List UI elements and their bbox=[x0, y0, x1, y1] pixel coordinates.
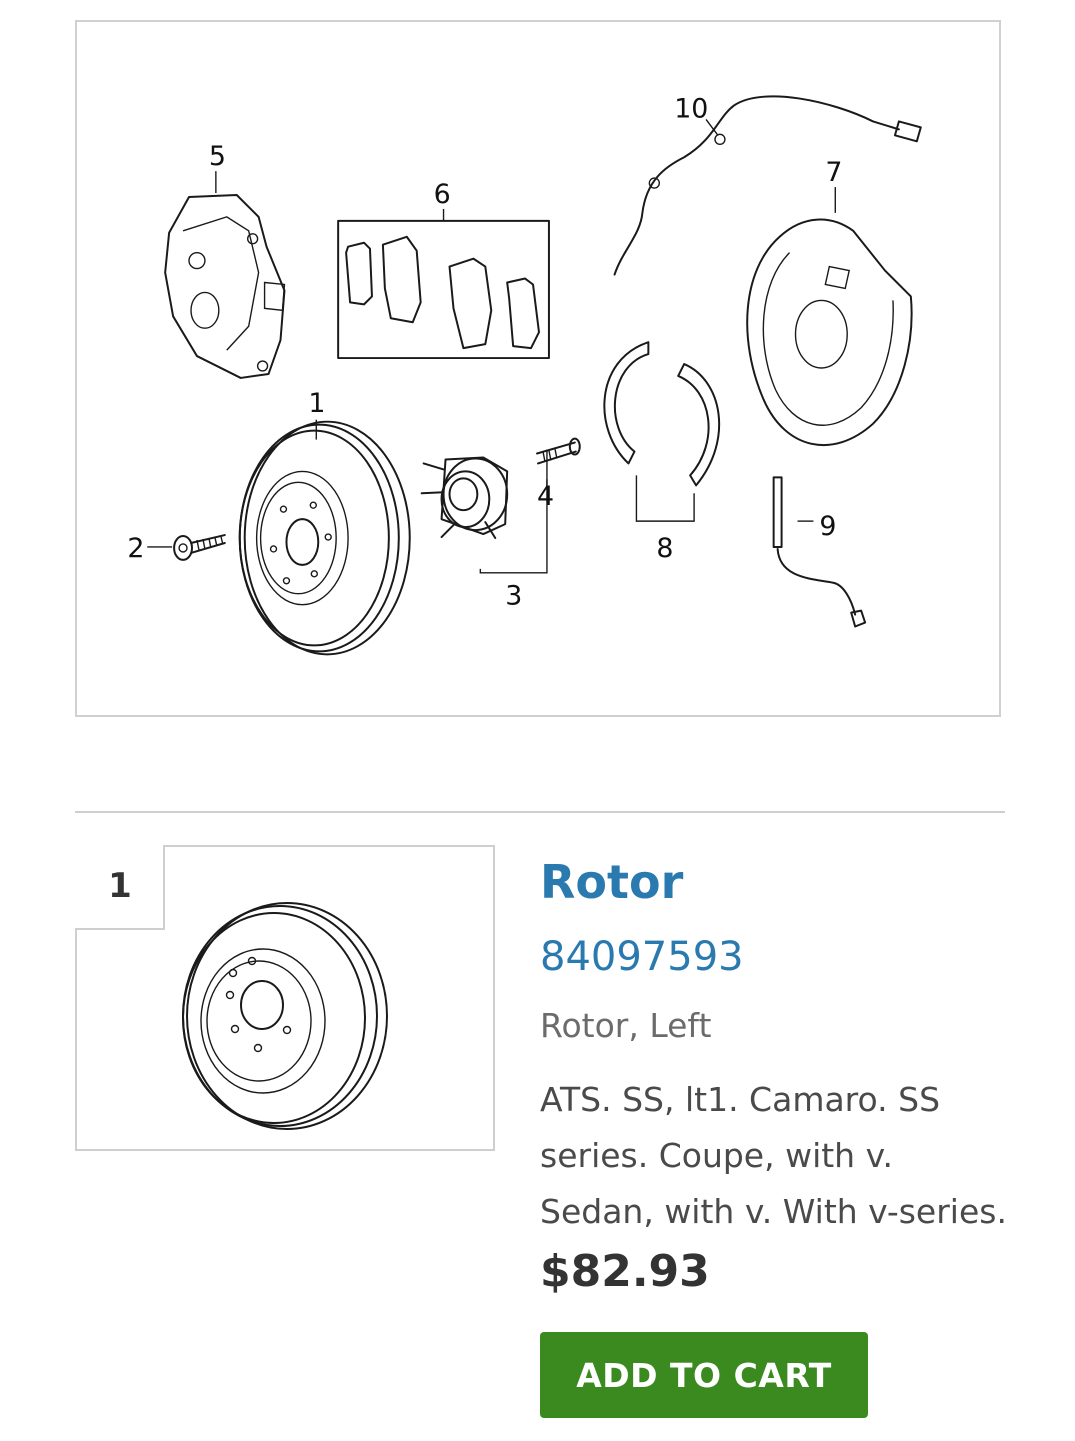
callout-9: 9 bbox=[819, 511, 836, 542]
product-thumbnail[interactable] bbox=[75, 845, 495, 1151]
hub-part[interactable] bbox=[420, 456, 509, 540]
product-name-link[interactable]: Rotor bbox=[540, 855, 684, 909]
rotor-part[interactable] bbox=[238, 420, 411, 656]
rotor-thumbnail-image bbox=[75, 845, 495, 1151]
product-price: $82.93 bbox=[540, 1246, 710, 1297]
callout-8: 8 bbox=[656, 533, 673, 564]
add-to-cart-button[interactable]: ADD TO CART bbox=[540, 1332, 868, 1418]
parking-brake-shoes-part[interactable] bbox=[603, 341, 720, 487]
screw-part[interactable] bbox=[173, 534, 226, 561]
callout-10: 10 bbox=[674, 93, 708, 124]
parts-diagram-illustration: 1 2 3 4 5 6 7 8 9 10 bbox=[127, 93, 922, 656]
section-divider bbox=[75, 811, 1005, 813]
abs-sensor-part[interactable] bbox=[613, 95, 922, 276]
callout-7: 7 bbox=[825, 157, 842, 188]
fitment-notes: ATS. SS, lt1. Camaro. SS series. Coupe, … bbox=[540, 1080, 1007, 1231]
callout-5: 5 bbox=[209, 141, 226, 172]
callout-4: 4 bbox=[537, 481, 554, 512]
caliper-part[interactable] bbox=[164, 194, 286, 379]
callout-3: 3 bbox=[505, 581, 522, 612]
callout-2: 2 bbox=[127, 533, 144, 564]
brake-hose-part[interactable] bbox=[772, 476, 867, 628]
product-details: Rotor 84097593 Rotor, Left ATS. SS, lt1.… bbox=[540, 846, 1020, 1300]
callout-1: 1 bbox=[308, 388, 325, 419]
hub-bolt-part[interactable] bbox=[536, 437, 581, 465]
backing-plate-part[interactable] bbox=[746, 218, 913, 447]
thumbnail-callout-number: 1 bbox=[108, 866, 132, 906]
parts-diagram[interactable]: 1 2 3 4 5 6 7 8 9 10 bbox=[75, 20, 1001, 717]
part-description: Rotor, Left bbox=[540, 1006, 712, 1045]
callout-leaders bbox=[147, 119, 836, 574]
brake-pads-part[interactable] bbox=[337, 219, 550, 360]
callout-6: 6 bbox=[434, 179, 451, 210]
part-number-link[interactable]: 84097593 bbox=[540, 934, 744, 980]
